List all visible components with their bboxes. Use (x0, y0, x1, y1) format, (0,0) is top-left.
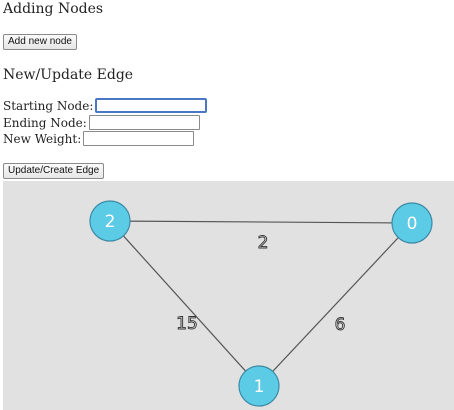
graph-svg[interactable]: 2 15 6 0 1 2 (3, 181, 454, 410)
ending-node-label: Ending Node: (3, 115, 87, 130)
ending-node-input[interactable] (88, 115, 200, 130)
starting-node-label: Starting Node: (3, 98, 94, 113)
node-label-2: 2 (105, 212, 116, 232)
node-circle-2[interactable] (89, 200, 131, 242)
edge-weight-0-1: 6 (335, 315, 346, 335)
edge-weight-2-1: 15 (176, 314, 198, 334)
node-circle-0[interactable] (391, 202, 433, 244)
new-weight-input[interactable] (83, 131, 195, 146)
graph-node-1[interactable]: 1 (238, 365, 280, 407)
edge-0-1 (258, 222, 413, 387)
starting-node-input[interactable] (95, 98, 208, 113)
node-label-0: 0 (407, 214, 418, 234)
edge-weight-2-0: 2 (258, 233, 269, 253)
edge-2-1 (109, 220, 260, 387)
update-create-edge-button[interactable]: Update/Create Edge (3, 163, 105, 179)
graph-node-2[interactable]: 2 (89, 200, 131, 242)
add-node-button[interactable]: Add new node (3, 34, 77, 50)
node-label-1: 1 (254, 377, 265, 397)
graph-node-0[interactable]: 0 (391, 202, 433, 244)
graph-canvas[interactable]: 2 15 6 0 1 2 (3, 181, 454, 410)
new-weight-row: New Weight: (3, 131, 195, 146)
ending-node-row: Ending Node: (3, 115, 200, 130)
adding-nodes-title: Adding Nodes (3, 1, 104, 17)
new-weight-label: New Weight: (3, 131, 82, 146)
node-circle-1[interactable] (238, 365, 280, 407)
starting-node-row: Starting Node: (3, 98, 208, 113)
edge-2-0 (109, 220, 413, 224)
edge-section-title: New/Update Edge (3, 67, 134, 83)
